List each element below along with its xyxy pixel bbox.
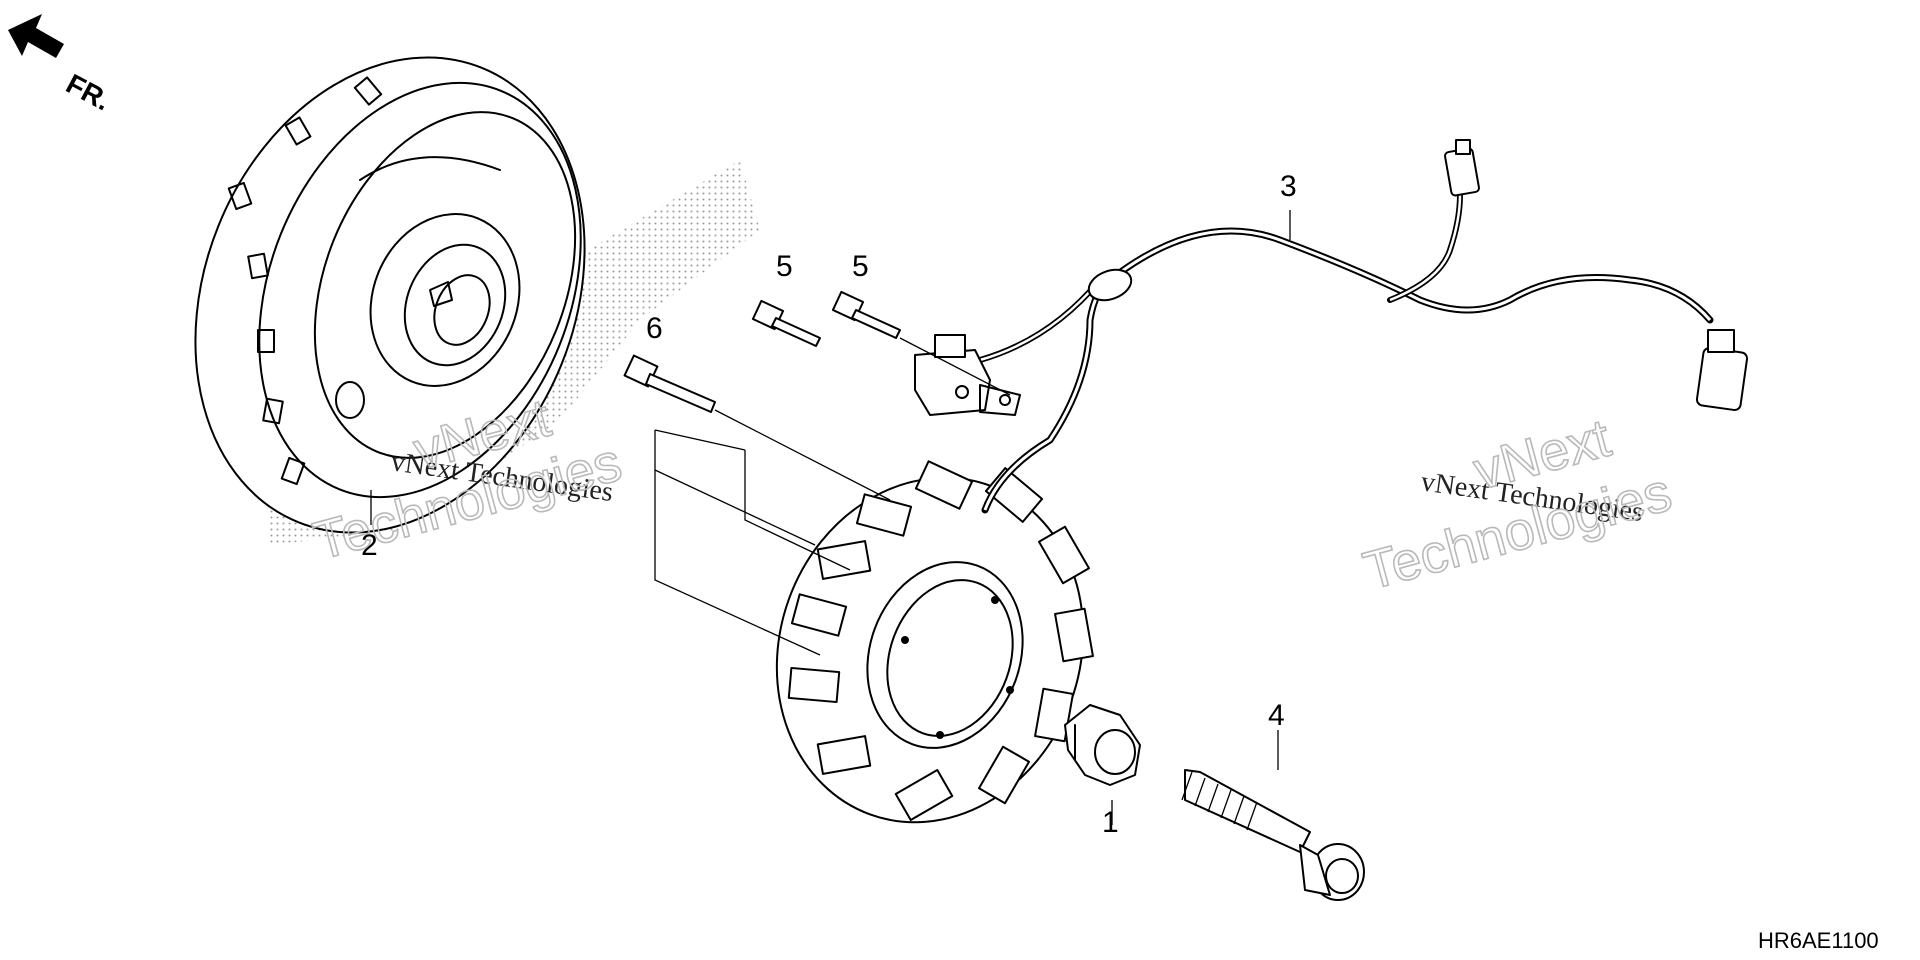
flywheel-rotor [194, 56, 586, 534]
callout-5b-label: 5 [852, 250, 869, 283]
callout-2-label: 2 [361, 529, 378, 562]
callout-3-label: 3 [1280, 170, 1297, 203]
stator-bolt [623, 354, 716, 413]
diagram-code: HR6AE1100 [1758, 928, 1879, 953]
callout-1-label: 1 [1102, 806, 1119, 839]
front-direction-arrow-icon [8, 14, 64, 58]
sensor-bolt-5b [831, 290, 901, 339]
stator [775, 460, 1094, 824]
flange-bolt-large [1181, 769, 1365, 901]
callout-4-label: 4 [1268, 699, 1285, 732]
sensor-bolt-5a [751, 299, 821, 347]
callout-leaders [370, 210, 1291, 825]
orientation-label: FR. [61, 68, 115, 117]
assembly-guide-lines [654, 337, 1011, 656]
callout-6-label: 6 [646, 312, 663, 345]
callout-5a-label: 5 [776, 250, 793, 283]
wire-harness [914, 139, 1749, 514]
collar-nut [1064, 704, 1141, 786]
